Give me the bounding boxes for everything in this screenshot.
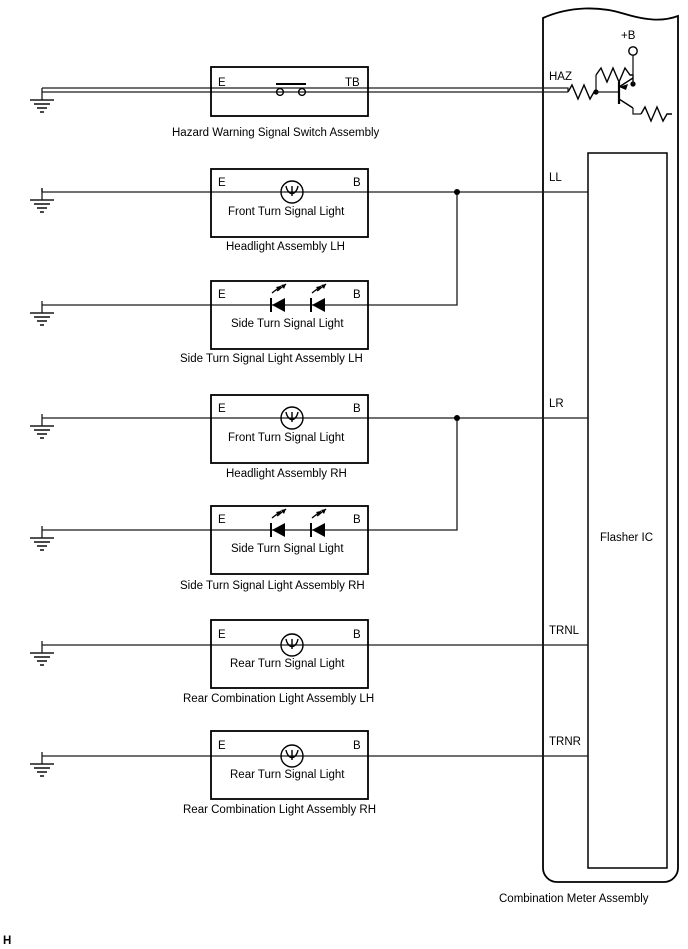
- lamp-symbol-icon-rear-rh: [280, 744, 304, 768]
- meter-caption: Combination Meter Assembly: [499, 893, 649, 905]
- side-turn-rh-inner-label: Side Turn Signal Light: [231, 543, 344, 555]
- headlight-lh-inner-label: Front Turn Signal Light: [228, 206, 345, 218]
- rear-rh-caption: Rear Combination Light Assembly RH: [183, 804, 376, 816]
- meter-outline: [542, 7, 679, 883]
- rear-lh-terminal-b: B: [353, 629, 361, 641]
- base-resistor-icon: [595, 66, 633, 84]
- headlight-lh-caption: Headlight Assembly LH: [226, 241, 345, 253]
- rear-lh-inner-label: Rear Turn Signal Light: [230, 658, 345, 670]
- ground-symbol-rear-rh: [30, 752, 54, 777]
- lamp-symbol-icon-headlight-lh: [280, 180, 304, 204]
- headlight-rh-terminal-b: B: [353, 403, 361, 415]
- page-corner-marker: H: [3, 935, 11, 947]
- side-turn-rh-row: E B Side Turn Signal Light Side Turn Sig…: [30, 415, 460, 592]
- rear-combination-rh-box: [210, 730, 369, 800]
- headlight-rh-inner-label: Front Turn Signal Light: [228, 432, 345, 444]
- hazard-switch-caption: Hazard Warning Signal Switch Assembly: [172, 127, 380, 139]
- hazard-terminal-tb: TB: [345, 77, 360, 89]
- rear-combination-lh-box: [210, 619, 369, 689]
- ground-symbol-side-turn-lh: [30, 301, 54, 326]
- hazard-terminal-e: E: [218, 77, 226, 89]
- side-turn-lh-caption: Side Turn Signal Light Assembly LH: [180, 353, 363, 365]
- headlight-lh-box: [210, 168, 369, 238]
- flasher-ic-box: [587, 152, 668, 869]
- side-turn-rh-box: [210, 505, 369, 575]
- hazard-switch-row: E TB Hazard Warning Signal Switch Assemb…: [30, 66, 569, 139]
- meter-pin-labels: HAZ LL LR TRNL TRNR: [549, 71, 581, 748]
- ground-symbol-side-turn-rh: [30, 526, 54, 551]
- rear-lh-terminal-e: E: [218, 629, 226, 641]
- headlight-rh-box: [210, 394, 369, 464]
- side-turn-rh-terminal-e: E: [218, 514, 226, 526]
- side-turn-rh-terminal-b: B: [353, 514, 361, 526]
- meter-internal-pin-wires: [543, 191, 588, 757]
- transistor-collector-lead: [618, 98, 634, 109]
- ground-symbol-headlight-rh: [30, 414, 54, 439]
- supply-label: +B: [621, 30, 636, 42]
- ground-symbol-rear-lh: [30, 641, 54, 666]
- junction-dot-ll: [454, 189, 460, 195]
- side-turn-lh-row: E B Side Turn Signal Light Sid: [30, 189, 460, 365]
- led-symbol-icon-side-turn-lh-1: [270, 283, 287, 312]
- led-symbol-icon-side-turn-rh-2: [310, 508, 327, 537]
- rear-rh-terminal-b: B: [353, 740, 361, 752]
- wire-side-turn-rh-main: [42, 418, 458, 531]
- output-resistor-icon: [640, 105, 672, 123]
- switch-symbol-icon: [275, 83, 307, 97]
- headlight-rh-terminal-e: E: [218, 403, 226, 415]
- transistor-emitter-lead: [618, 77, 634, 88]
- headlight-lh-terminal-e: E: [218, 177, 226, 189]
- combination-meter-assembly: Flasher IC Combination Meter Assembly: [499, 7, 679, 905]
- side-turn-lh-box: [210, 280, 369, 350]
- transistor-collector-wire: [632, 108, 641, 115]
- wire-side-turn-lh-main: [42, 192, 458, 306]
- lamp-symbol-icon-rear-lh: [280, 633, 304, 657]
- side-turn-lh-terminal-e: E: [218, 289, 226, 301]
- rear-lh-caption: Rear Combination Light Assembly LH: [183, 693, 374, 705]
- hazard-switch-box: [210, 66, 369, 117]
- supply-transistor-circuit: +B: [567, 30, 672, 123]
- headlight-lh-row: E B Front Turn Signal Light Headlight As…: [30, 168, 543, 253]
- rear-combination-lh-row: E B Rear Turn Signal Light Rear Combinat…: [30, 619, 543, 705]
- ground-symbol-hazard: [30, 88, 54, 113]
- headlight-rh-row: E B Front Turn Signal Light Headlight As…: [30, 394, 543, 480]
- led-symbol-icon-side-turn-lh-2: [310, 283, 327, 312]
- pin-label-haz: HAZ: [549, 71, 572, 83]
- ground-symbol-headlight-lh: [30, 188, 54, 213]
- headlight-rh-caption: Headlight Assembly RH: [226, 468, 347, 480]
- haz-resistor-icon: [567, 83, 596, 101]
- side-turn-lh-inner-label: Side Turn Signal Light: [231, 318, 344, 330]
- headlight-lh-terminal-b: B: [353, 177, 361, 189]
- lamp-symbol-icon-headlight-rh: [280, 406, 304, 430]
- rear-rh-terminal-e: E: [218, 740, 226, 752]
- side-turn-rh-caption: Side Turn Signal Light Assembly RH: [180, 580, 365, 592]
- pin-label-lr: LR: [549, 398, 564, 410]
- led-symbol-icon-side-turn-rh-1: [270, 508, 287, 537]
- wire-hazard-to-haz-pin: [42, 87, 569, 92]
- pin-label-trnl: TRNL: [549, 625, 580, 637]
- flasher-ic-label: Flasher IC: [600, 532, 653, 544]
- side-turn-lh-terminal-b: B: [353, 289, 361, 301]
- plus-b-terminal-icon: [628, 46, 638, 56]
- rear-combination-rh-row: E B Rear Turn Signal Light Rear Combinat…: [30, 730, 543, 816]
- pin-label-ll: LL: [549, 172, 562, 184]
- rear-rh-inner-label: Rear Turn Signal Light: [230, 769, 345, 781]
- pin-label-trnr: TRNR: [549, 736, 581, 748]
- transistor-emitter-arrow-icon: [619, 84, 628, 90]
- junction-dot-lr: [454, 415, 460, 421]
